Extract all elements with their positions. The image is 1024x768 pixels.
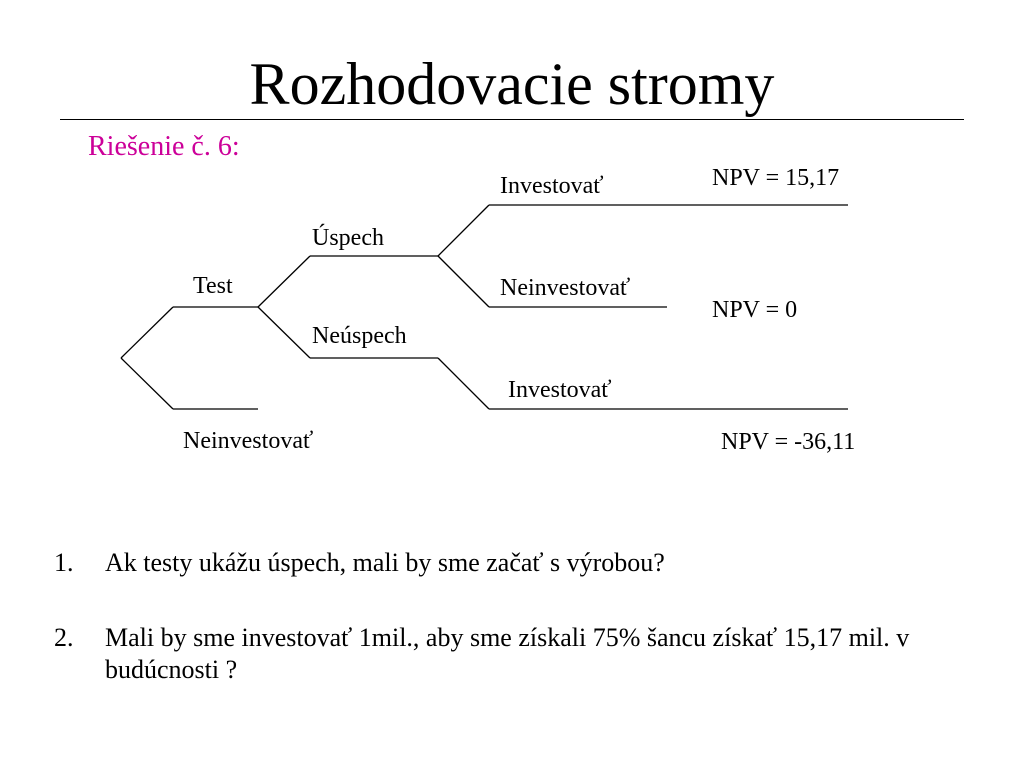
edge-neuspech-investovat <box>437 357 490 410</box>
question-text: Ak testy ukážu úspech, mali by sme začať… <box>105 548 665 577</box>
label-investovat-bottom: Investovať <box>508 377 612 403</box>
label-test: Test <box>193 273 233 299</box>
question-item: 1. Ak testy ukážu úspech, mali by sme za… <box>54 547 984 579</box>
question-item: 2. Mali by sme investovať 1mil., aby sme… <box>54 622 984 686</box>
edge-uspech-neinvestovat <box>437 255 490 308</box>
label-neinvestovat-root: Neinvestovať <box>183 428 314 454</box>
label-investovat-top: Investovať <box>500 173 604 199</box>
edge-test-neuspech <box>257 306 311 359</box>
edge-uspech-investovat <box>437 204 490 257</box>
title-divider <box>60 119 964 120</box>
solution-heading: Riešenie č. 6: <box>88 131 240 162</box>
label-npv-bottom: NPV = -36,11 <box>721 429 856 455</box>
label-npv-mid: NPV = 0 <box>712 297 798 323</box>
question-number: 2. <box>54 623 74 652</box>
label-neuspech: Neúspech <box>312 323 407 349</box>
label-neinvestovat-mid: Neinvestovať <box>500 275 631 301</box>
edge-root-test <box>120 306 174 359</box>
question-list: 1. Ak testy ukážu úspech, mali by sme za… <box>54 547 984 686</box>
edge-root-neinvestovat <box>120 357 174 410</box>
edge-test-uspech <box>257 255 311 308</box>
page-title: Rozhodovacie stromy <box>249 51 775 117</box>
label-uspech: Úspech <box>312 225 384 251</box>
question-text: Mali by sme investovať 1mil., aby sme zí… <box>105 623 910 684</box>
question-number: 1. <box>54 548 74 577</box>
label-npv-top: NPV = 15,17 <box>712 165 840 191</box>
